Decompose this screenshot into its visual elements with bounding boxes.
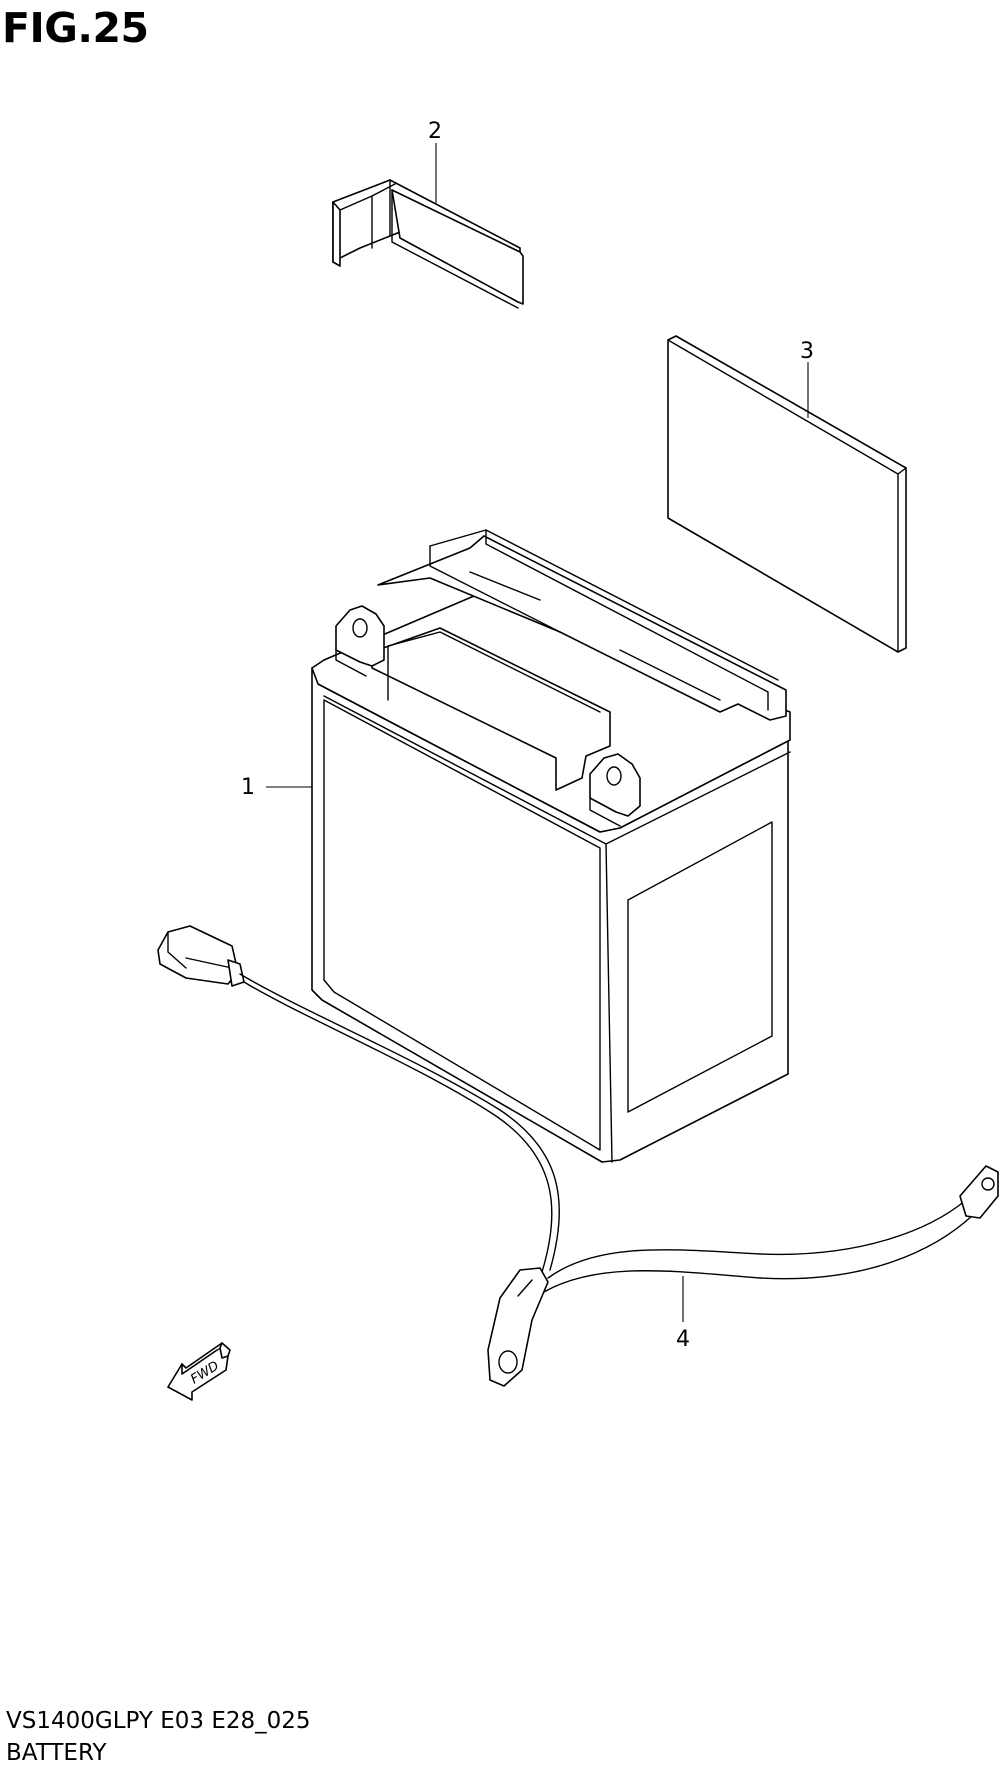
callout-number: 2 bbox=[428, 119, 442, 144]
model-code: VS1400GLPY E03 E28_025 bbox=[6, 1708, 311, 1734]
callout-number: 4 bbox=[676, 1327, 690, 1352]
callout-number: 3 bbox=[800, 339, 814, 364]
cable-harness-part[interactable] bbox=[157, 925, 999, 1387]
callout-2: 2 bbox=[428, 119, 442, 205]
forward-direction-arrow: FWD bbox=[167, 1342, 231, 1401]
callout-4: 4 bbox=[676, 1276, 690, 1352]
callout-number: 1 bbox=[241, 775, 255, 800]
bracket-part[interactable] bbox=[332, 179, 524, 309]
figure-title: FIG.25 bbox=[2, 4, 149, 52]
callout-1: 1 bbox=[241, 775, 312, 800]
pad-part[interactable] bbox=[667, 335, 907, 653]
battery-part[interactable] bbox=[311, 529, 791, 1163]
callout-3: 3 bbox=[800, 339, 814, 418]
section-name: BATTERY bbox=[6, 1740, 107, 1766]
